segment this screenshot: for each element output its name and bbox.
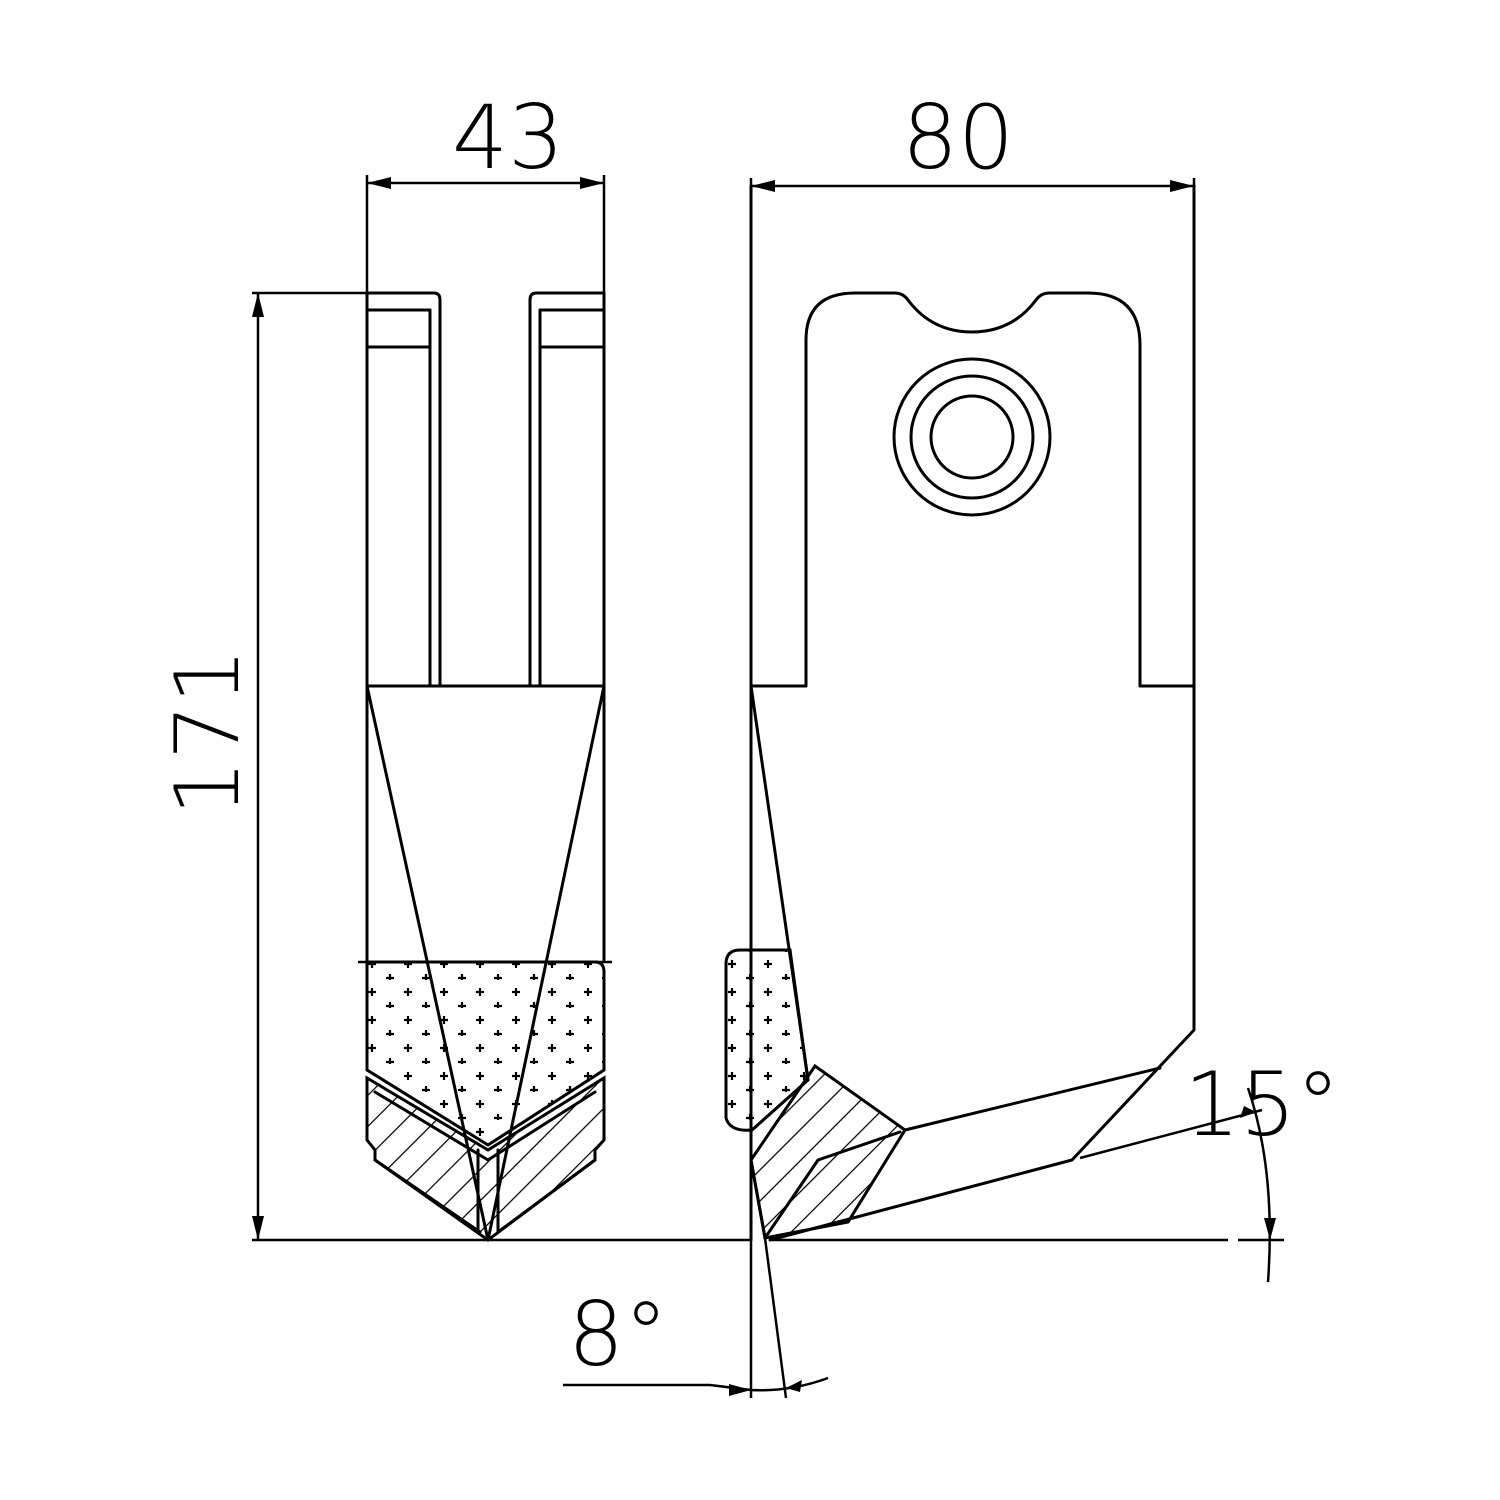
right-prong	[528, 291, 606, 688]
dimension-front-width: 43	[365, 86, 606, 293]
dimension-side-width: 80	[749, 86, 1196, 192]
front-view	[358, 291, 612, 1242]
dimension-height: 171	[156, 291, 751, 1242]
dimension-tip-angle: 8°	[563, 1160, 829, 1399]
front-tip-outline	[373, 1090, 597, 1234]
front-width-label: 43	[452, 86, 564, 189]
side-tip-outline	[749, 1066, 1162, 1240]
left-prong	[365, 291, 442, 688]
side-shank-slot	[804, 291, 1142, 688]
bolt-hole-inner	[929, 394, 1015, 480]
side-carbide-cross-area	[724, 948, 810, 1132]
face-angle-label: 15°	[1184, 1053, 1340, 1156]
side-view	[724, 184, 1196, 1242]
tip-angle-label: 8°	[568, 1283, 668, 1386]
bolt-hole-middle	[909, 374, 1035, 500]
bolt-hole-outer	[892, 357, 1052, 517]
front-body	[365, 684, 606, 962]
dimension-face-angle: 15°	[770, 1053, 1340, 1283]
side-outline	[749, 184, 1196, 1242]
height-label: 171	[156, 648, 259, 816]
side-width-label: 80	[902, 86, 1014, 189]
